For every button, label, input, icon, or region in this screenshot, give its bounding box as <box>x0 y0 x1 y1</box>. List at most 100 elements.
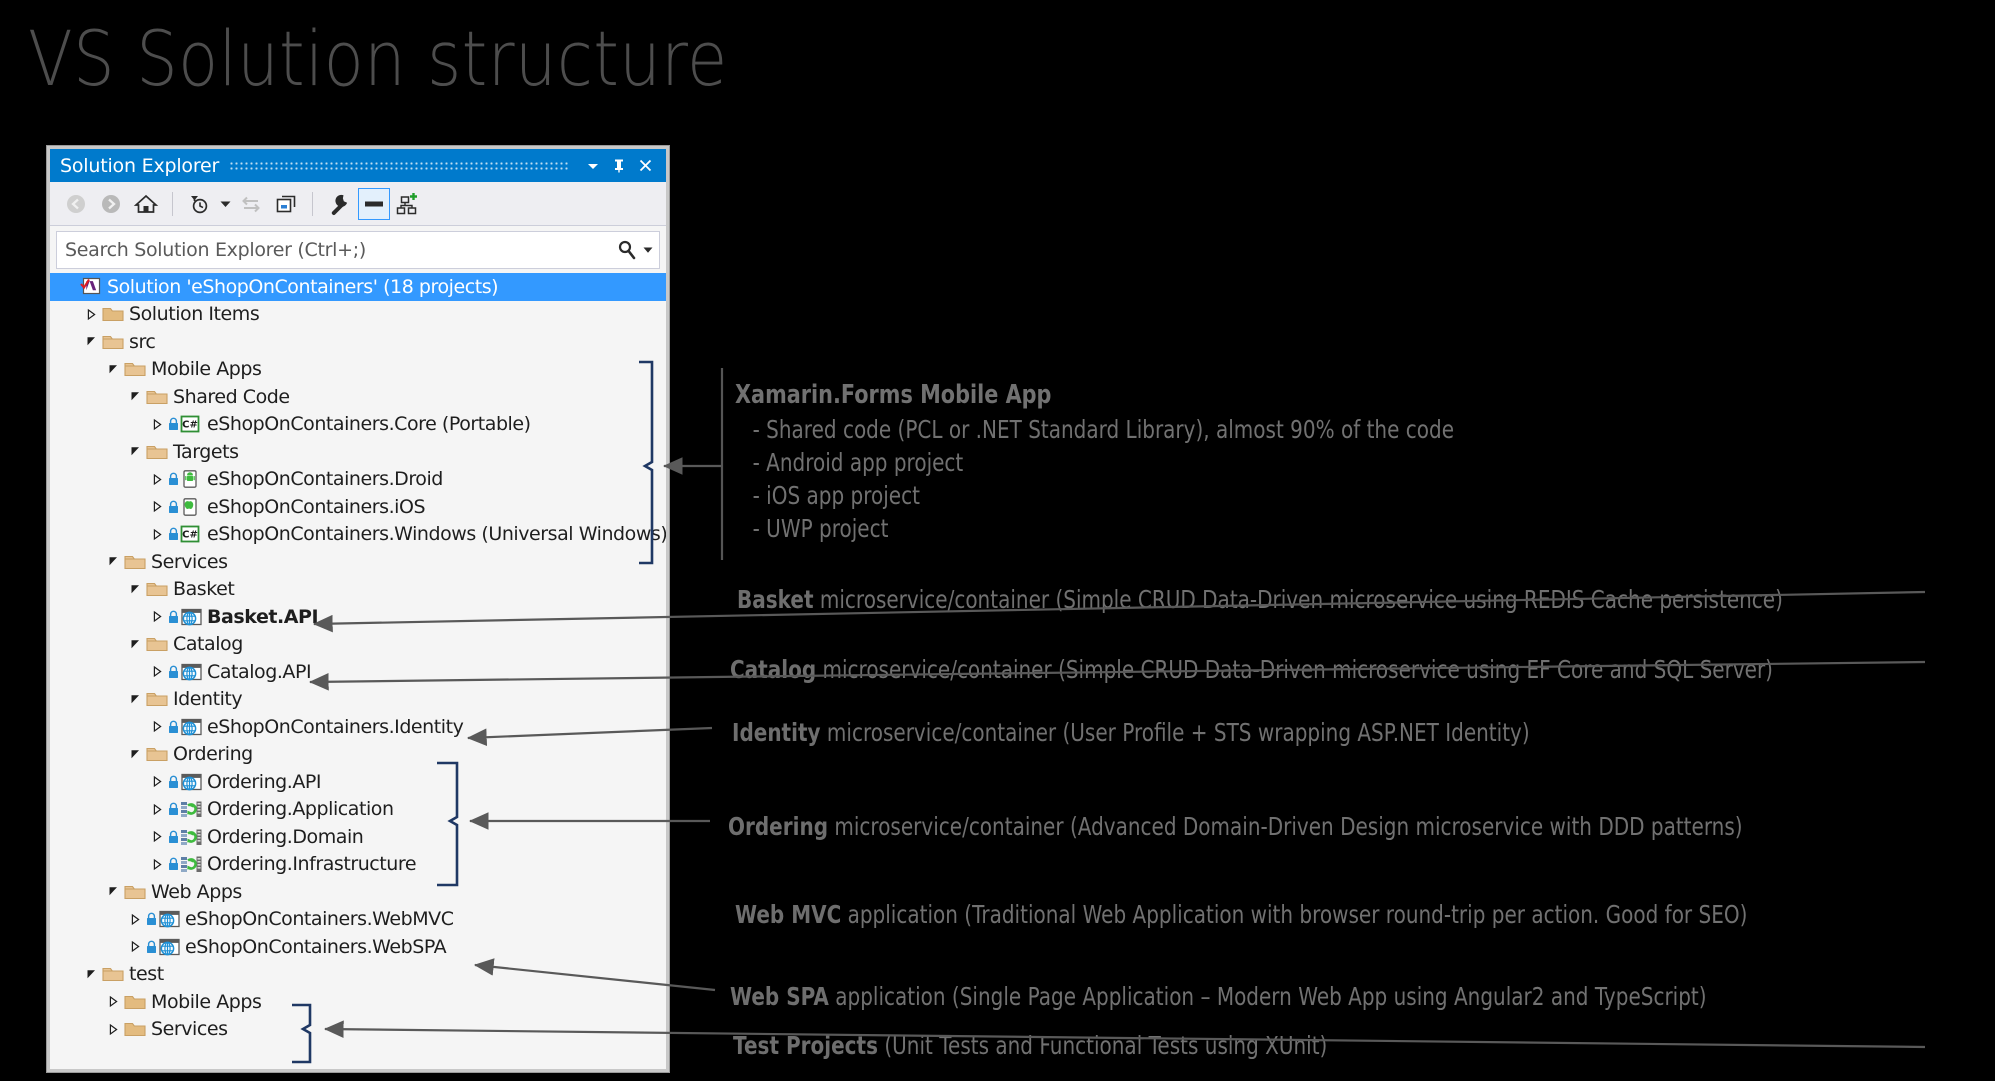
expander-collapsed-icon[interactable] <box>146 854 168 874</box>
expander-collapsed-icon[interactable] <box>146 524 168 544</box>
expander-collapsed-icon[interactable] <box>146 497 168 517</box>
tree-row[interactable]: eShopOnContainers.WebSPA <box>50 933 666 961</box>
annotation-basket-bold: Basket <box>737 585 814 614</box>
tree-row[interactable]: eShopOnContainers.iOS <box>50 493 666 521</box>
tree-row-label: Shared Code <box>173 385 290 408</box>
tree-row[interactable]: Services <box>50 1016 666 1044</box>
annotation-tests-bold: Test Projects <box>733 1031 878 1060</box>
tree-row[interactable]: Basket <box>50 576 666 604</box>
expander-expanded-icon[interactable] <box>124 387 146 407</box>
tree-row[interactable]: Ordering.Application <box>50 796 666 824</box>
annotation-webmvc-rest: application (Traditional Web Application… <box>841 900 1748 929</box>
solution-explorer-window: Solution Explorer <box>47 146 669 1072</box>
chevron-down-icon[interactable] <box>580 153 606 179</box>
tree-row[interactable]: eShopOnContainers.WebMVC <box>50 906 666 934</box>
tree-row-label: Mobile Apps <box>151 990 262 1013</box>
solution-tree[interactable]: Solution 'eShopOnContainers' (18 project… <box>50 273 666 1069</box>
titlebar-drag-dots <box>229 160 570 171</box>
tree-row[interactable]: eShopOnContainers.Droid <box>50 466 666 494</box>
tree-row[interactable]: Ordering <box>50 741 666 769</box>
tree-row[interactable]: test <box>50 961 666 989</box>
expander-collapsed-icon[interactable] <box>146 662 168 682</box>
expander-expanded-icon[interactable] <box>80 964 102 984</box>
tree-row[interactable]: Basket.API <box>50 603 666 631</box>
expander-expanded-icon[interactable] <box>124 689 146 709</box>
folder-open-icon <box>146 744 168 764</box>
expander-expanded-icon[interactable] <box>102 552 124 572</box>
tree-row[interactable]: Identity <box>50 686 666 714</box>
expander-collapsed-icon[interactable] <box>124 937 146 957</box>
close-icon[interactable] <box>632 153 658 179</box>
tree-row[interactable]: Targets <box>50 438 666 466</box>
expander-collapsed-icon[interactable] <box>146 799 168 819</box>
expander-collapsed-icon[interactable] <box>146 717 168 737</box>
sync-icon[interactable] <box>235 188 267 220</box>
tree-row-label: Ordering.API <box>207 770 322 793</box>
preview-icon[interactable] <box>358 187 390 220</box>
expander-collapsed-icon[interactable] <box>146 772 168 792</box>
search-icon[interactable] <box>616 239 638 261</box>
expander-collapsed-icon[interactable] <box>124 909 146 929</box>
expander-expanded-icon[interactable] <box>58 277 80 297</box>
folder-open-icon <box>146 387 168 407</box>
clock-filter-icon[interactable] <box>183 188 215 220</box>
tree-row[interactable]: Ordering.Domain <box>50 823 666 851</box>
tree-row[interactable]: Mobile Apps <box>50 988 666 1016</box>
expander-collapsed-icon[interactable] <box>102 992 124 1012</box>
annotation-mobile-bullet-3: - UWP project <box>752 514 889 544</box>
folder-open-icon <box>102 332 124 352</box>
expander-expanded-icon[interactable] <box>124 634 146 654</box>
tree-row[interactable]: C#eShopOnContainers.Core (Portable) <box>50 411 666 439</box>
page-title: VS Solution structure <box>28 14 728 103</box>
folder-open-icon <box>124 359 146 379</box>
search-options-chevron-down-icon[interactable] <box>643 246 653 254</box>
tree-row[interactable]: Web Apps <box>50 878 666 906</box>
folder-open-icon <box>146 442 168 462</box>
search-input[interactable]: Search Solution Explorer (Ctrl+;) <box>56 231 660 269</box>
tree-row-label: test <box>129 963 164 986</box>
collapse-all-icon[interactable] <box>270 188 302 220</box>
web-project-icon <box>168 772 202 792</box>
expander-expanded-icon[interactable] <box>102 882 124 902</box>
tree-row[interactable]: Ordering.API <box>50 768 666 796</box>
tree-row[interactable]: Ordering.Infrastructure <box>50 851 666 879</box>
window-title: Solution Explorer <box>60 154 220 177</box>
expander-expanded-icon[interactable] <box>80 332 102 352</box>
solution-icon <box>80 277 102 297</box>
tree-row-label: eShopOnContainers.Core (Portable) <box>207 413 531 436</box>
expander-collapsed-icon[interactable] <box>102 1019 124 1039</box>
tree-row[interactable]: Solution 'eShopOnContainers' (18 project… <box>50 273 666 301</box>
web-project-icon <box>146 909 180 929</box>
forward-arrow-icon[interactable] <box>95 188 127 220</box>
tree-row[interactable]: src <box>50 328 666 356</box>
library-project-icon <box>168 827 202 847</box>
tree-row-label: Basket.API <box>207 605 319 628</box>
expander-expanded-icon[interactable] <box>124 579 146 599</box>
expander-expanded-icon[interactable] <box>124 744 146 764</box>
expander-collapsed-icon[interactable] <box>80 304 102 324</box>
tree-row[interactable]: Services <box>50 548 666 576</box>
expander-collapsed-icon[interactable] <box>146 607 168 627</box>
annotation-ordering: Ordering microservice/container (Advance… <box>728 812 1743 841</box>
tree-row[interactable]: Mobile Apps <box>50 356 666 384</box>
tree-row[interactable]: Solution Items <box>50 301 666 329</box>
expander-expanded-icon[interactable] <box>124 442 146 462</box>
expander-expanded-icon[interactable] <box>102 359 124 379</box>
tree-row[interactable]: C#eShopOnContainers.Windows (Universal W… <box>50 521 666 549</box>
tree-row[interactable]: eShopOnContainers.Identity <box>50 713 666 741</box>
tree-row[interactable]: Catalog <box>50 631 666 659</box>
expander-collapsed-icon[interactable] <box>146 414 168 434</box>
expander-collapsed-icon[interactable] <box>146 827 168 847</box>
annotation-tests-rest: (Unit Tests and Functional Tests using X… <box>877 1031 1328 1060</box>
clock-filter-dropdown-icon[interactable] <box>218 188 232 220</box>
tree-row[interactable]: Catalog.API <box>50 658 666 686</box>
wrench-icon[interactable] <box>323 188 355 220</box>
show-all-files-icon[interactable] <box>393 188 425 220</box>
tree-row-label: Solution Items <box>129 303 260 326</box>
back-arrow-icon[interactable] <box>60 188 92 220</box>
pin-icon[interactable] <box>606 153 632 179</box>
home-icon[interactable] <box>130 188 162 220</box>
expander-collapsed-icon[interactable] <box>146 469 168 489</box>
tree-row[interactable]: Shared Code <box>50 383 666 411</box>
tree-row-label: Ordering.Application <box>207 798 394 821</box>
